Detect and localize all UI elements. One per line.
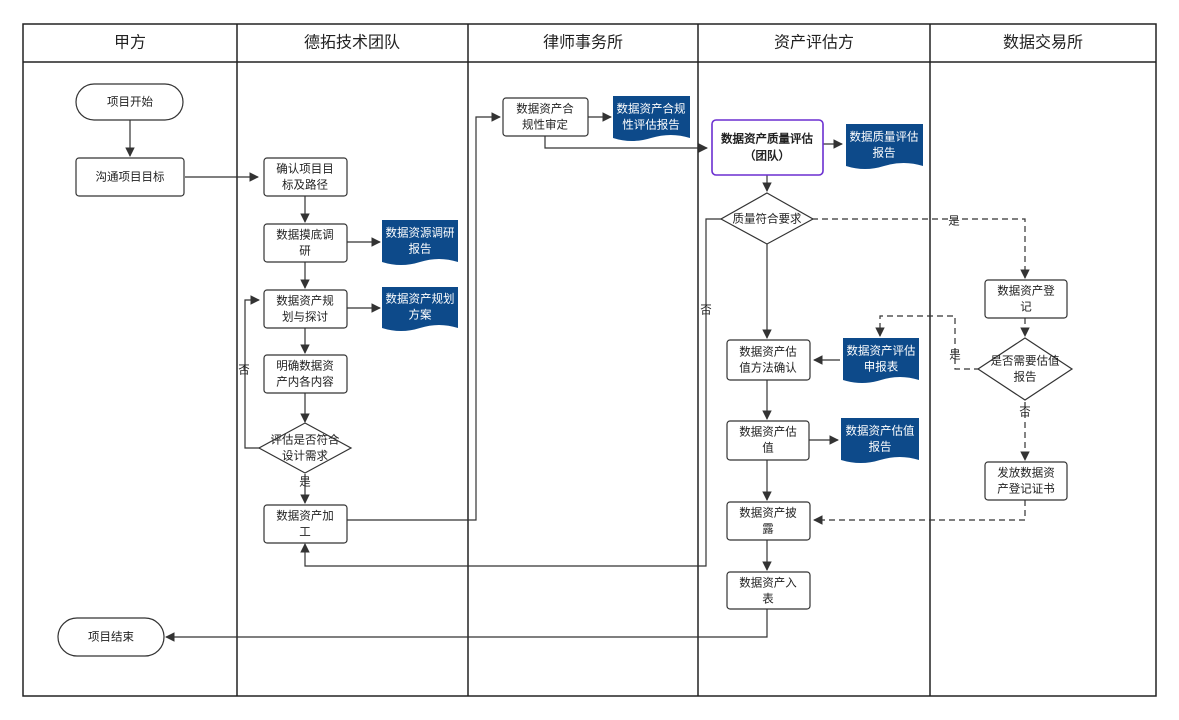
svg-text:数据资产估值: 数据资产估值: [846, 424, 915, 438]
lane-header-party-a: 甲方: [114, 33, 146, 52]
node-project-end: 项目结束: [57, 617, 165, 657]
svg-text:数据资产合: 数据资产合: [516, 102, 574, 116]
doc-planning-plan: 数据资产规划 方案: [382, 287, 458, 331]
svg-text:设计需求: 设计需求: [282, 449, 328, 463]
node-registration: 数据资产登 记: [984, 279, 1068, 319]
svg-text:数据资产入: 数据资产入: [739, 576, 797, 590]
node-valuation: 数据资产估 值: [726, 420, 810, 461]
svg-text:数据资产评估: 数据资产评估: [847, 344, 916, 358]
node-data-survey: 数据摸底调 研: [263, 223, 348, 263]
svg-text:表: 表: [762, 592, 774, 606]
svg-text:露: 露: [762, 522, 774, 536]
svg-text:数据资产质量评估: 数据资产质量评估: [721, 132, 813, 146]
doc-compliance-report: 数据资产合规 性评估报告: [613, 96, 690, 141]
edges: [125, 112, 1030, 642]
svg-text:明确数据资: 明确数据资: [276, 359, 334, 373]
swimlane-frame: [22, 23, 1157, 697]
svg-text:性评估报告: 性评估报告: [622, 118, 680, 132]
doc-valuation-apply: 数据资产评估 申报表: [843, 338, 919, 383]
lane-header-data-exchange: 数据交易所: [1003, 33, 1083, 52]
label-quality-yes: 是: [948, 214, 960, 228]
svg-text:产内各内容: 产内各内容: [276, 375, 334, 389]
edge-assess-no-loop: [244, 295, 260, 449]
svg-text:数据资源调研: 数据资源调研: [386, 226, 455, 240]
svg-text:质量符合要求: 质量符合要求: [733, 212, 802, 226]
svg-text:（团队）: （团队）: [744, 149, 790, 163]
label-quality-no: 否: [700, 303, 712, 317]
svg-text:数据质量评估: 数据质量评估: [850, 130, 919, 144]
label-valuation-no: 否: [1019, 405, 1031, 419]
svg-text:报告: 报告: [409, 242, 432, 256]
node-quality-assess: 数据资产质量评估 （团队）: [711, 119, 824, 176]
svg-text:划与探讨: 划与探讨: [282, 310, 328, 324]
node-clarify-content: 明确数据资 产内各内容: [263, 354, 348, 394]
node-valuation-method: 数据资产估 值方法确认: [726, 339, 811, 381]
svg-text:标及路径: 标及路径: [282, 178, 328, 192]
svg-text:数据资产披: 数据资产披: [739, 506, 797, 520]
svg-text:数据资产登: 数据资产登: [997, 284, 1055, 298]
svg-text:报告: 报告: [869, 440, 892, 454]
svg-text:报告: 报告: [873, 146, 896, 160]
node-asset-planning: 数据资产规 划与探讨: [263, 289, 348, 329]
edge-compliance-to-quality: [544, 136, 708, 153]
lane-header-law-firm: 律师事务所: [543, 33, 623, 52]
svg-text:工: 工: [299, 525, 311, 539]
svg-text:规性审定: 规性审定: [522, 118, 568, 132]
lane-header-tech-team: 德拓技术团队: [304, 33, 400, 52]
node-confirm-goal: 确认项目目 标及路径: [263, 157, 348, 197]
svg-text:记: 记: [1020, 300, 1032, 314]
svg-text:报告: 报告: [1014, 370, 1037, 384]
svg-text:研: 研: [299, 244, 311, 258]
svg-text:发放数据资: 发放数据资: [997, 466, 1055, 480]
svg-text:方案: 方案: [409, 308, 432, 322]
svg-text:项目结束: 项目结束: [88, 630, 134, 644]
svg-text:确认项目目: 确认项目目: [276, 162, 334, 176]
edge-processing-to-compliance: [347, 112, 501, 521]
node-disclosure: 数据资产披 露: [726, 501, 811, 541]
svg-text:值: 值: [762, 441, 774, 455]
edge-inventory-to-end: [165, 609, 768, 642]
edge-certificate-to-disclosure-dashed: [813, 500, 1026, 525]
doc-quality-report: 数据质量评估 报告: [846, 124, 923, 169]
decision-quality: 质量符合要求: [719, 192, 815, 245]
svg-text:数据资产估: 数据资产估: [739, 345, 797, 359]
svg-text:申报表: 申报表: [864, 360, 899, 374]
node-compliance-review: 数据资产合 规性审定: [502, 97, 589, 137]
decision-assess-design: 评估是否符合 设计需求: [257, 422, 353, 474]
svg-text:项目开始: 项目开始: [107, 95, 153, 109]
svg-text:数据资产加: 数据资产加: [276, 509, 334, 523]
edge-quality-yes-dashed: [812, 218, 1030, 279]
node-project-start: 项目开始: [75, 83, 184, 121]
doc-survey-report: 数据资源调研 报告: [382, 220, 458, 265]
decision-need-valuation: 是否需要估值 报告: [976, 337, 1074, 401]
svg-text:是否需要估值: 是否需要估值: [991, 354, 1060, 368]
svg-text:数据资产估: 数据资产估: [739, 425, 797, 439]
doc-valuation-report: 数据资产估值 报告: [841, 418, 919, 463]
node-communicate-goal: 沟通项目目标: [75, 157, 185, 197]
node-certificate: 发放数据资 产登记证书: [984, 461, 1068, 501]
svg-text:数据资产规: 数据资产规: [276, 294, 334, 308]
label-valuation-yes: 是: [949, 348, 961, 362]
edge-quality-no-return: [300, 218, 722, 567]
svg-text:评估是否符合: 评估是否符合: [271, 433, 340, 447]
svg-text:值方法确认: 值方法确认: [739, 361, 797, 375]
label-assess-no: 否: [238, 363, 250, 377]
svg-text:数据资产规划: 数据资产规划: [386, 292, 455, 306]
svg-text:数据资产合规: 数据资产合规: [617, 102, 686, 116]
svg-text:数据摸底调: 数据摸底调: [276, 228, 334, 242]
svg-text:沟通项目目标: 沟通项目目标: [96, 170, 165, 184]
lane-header-asset-appraiser: 资产评估方: [774, 33, 854, 52]
label-assess-yes: 是: [299, 475, 311, 489]
svg-text:产登记证书: 产登记证书: [997, 482, 1055, 496]
node-asset-processing: 数据资产加 工: [263, 504, 348, 544]
node-inventory: 数据资产入 表: [726, 571, 811, 610]
